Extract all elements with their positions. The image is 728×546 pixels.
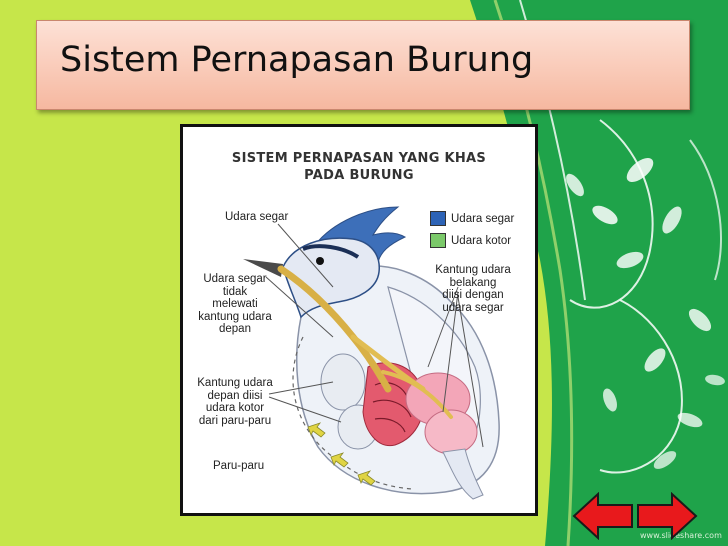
label-kantung-depan: Kantung udara depan diisi udara kotor da…	[197, 377, 273, 427]
legend-swatch-fresh-air	[430, 211, 446, 226]
next-slide-button[interactable]	[636, 492, 698, 540]
bird-respiratory-diagram	[243, 206, 500, 500]
label-kantung-belakang: Kantung udara belakang diisi dengan udar…	[435, 264, 511, 314]
legend-swatch-stale-air	[430, 233, 446, 248]
airflow-arrows	[307, 422, 376, 486]
legend-label-fresh-air: Udara segar	[451, 212, 515, 225]
label-tidak-melewati: Udara segar tidak melewati kantung udara…	[198, 273, 272, 335]
watermark: www.slideshare.com	[640, 531, 722, 540]
legend-item-fresh-air: Udara segar	[430, 211, 514, 226]
diagram-frame: SISTEM PERNAPASAN YANG KHAS PADA BURUNG …	[180, 124, 538, 516]
label-paru-paru: Paru-paru	[213, 460, 265, 472]
bird-eye	[316, 257, 324, 265]
label-udara-segar: Udara segar	[225, 211, 289, 223]
legend-item-stale-air: Udara kotor	[430, 233, 511, 248]
diagram-title: SISTEM PERNAPASAN YANG KHAS PADA BURUNG	[231, 151, 487, 183]
arrow-left-icon	[572, 492, 633, 540]
arrow-right-icon	[637, 492, 698, 540]
prev-slide-button[interactable]	[572, 492, 634, 540]
title-box	[36, 20, 690, 110]
front-air-sac	[320, 353, 366, 411]
bird-beak	[243, 259, 283, 277]
legend-label-stale-air: Udara kotor	[451, 234, 512, 247]
slide-title: Sistem Pernapasan Burung	[60, 40, 534, 80]
